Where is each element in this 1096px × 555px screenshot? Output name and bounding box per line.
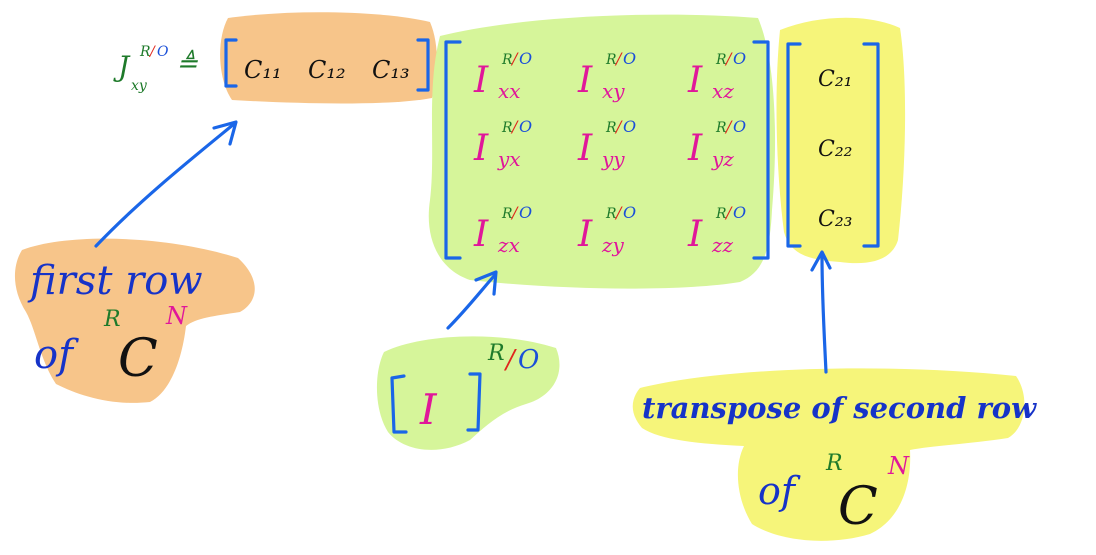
- j-sup-R: R: [139, 44, 151, 60]
- arrow-to-column-vector: [810, 250, 832, 374]
- matrix-entry-i-zx-subscript: zx: [497, 233, 520, 257]
- column-vector-left-bracket: [786, 42, 802, 248]
- inertia-label-sup-R: R: [487, 341, 505, 366]
- note-transpose-frame-N: N: [887, 452, 910, 480]
- matrix-entry-i-zz-sup-slash: /: [724, 203, 733, 222]
- matrix-entry-i-xy-subscript: xy: [602, 79, 625, 103]
- matrix-entry-i-yy-sup-slash: /: [614, 117, 623, 136]
- lhs-symbol: J xy R / O: [113, 44, 169, 94]
- matrix-entry-i-zy-subscript: zy: [601, 233, 625, 257]
- matrix-entry-i-zz-sup-R: R: [715, 206, 727, 222]
- matrix-entry-i-zy-sup-R: R: [605, 206, 617, 222]
- matrix-entry-i-xz-sup-slash: /: [724, 49, 733, 68]
- matrix-entry-i-xz-subscript: xz: [712, 79, 734, 103]
- green-highlight-inertia-matrix: [428, 14, 776, 289]
- matrix-entry-i-yy-subscript: yy: [601, 147, 625, 171]
- matrix-entry-i-zz: I: [687, 214, 703, 255]
- note-transpose-frame-R: R: [825, 451, 843, 476]
- inertia-label-I: I: [419, 385, 438, 434]
- matrix-entry-i-xy: I: [577, 60, 593, 101]
- row-entry-c12: C₁₂: [308, 56, 346, 84]
- inertia-matrix-right-bracket: [752, 40, 770, 260]
- matrix-entry-i-yy: I: [577, 128, 593, 169]
- j-sup-O: O: [157, 44, 169, 60]
- note-transpose: transpose of second row of R C N: [642, 391, 1037, 537]
- inertia-label-left-bracket: [390, 374, 408, 434]
- row-entry-c13: C₁₃: [372, 56, 410, 84]
- note-transpose-C: C: [838, 477, 878, 537]
- j-subscript: xy: [131, 78, 148, 94]
- matrix-entry-i-xx: I: [473, 60, 489, 101]
- matrix-entry-i-yx: I: [473, 128, 489, 169]
- orange-highlight-first-row-note: [14, 238, 255, 403]
- matrix-entry-i-xz: I: [687, 60, 703, 101]
- green-highlight-inertia-label: [376, 336, 560, 450]
- j-sup-slash: /: [148, 44, 156, 60]
- matrix-entry-i-yz: I: [687, 128, 703, 169]
- inertia-label: I R / O: [390, 341, 539, 434]
- matrix-entry-i-zx-sup-slash: /: [510, 203, 519, 222]
- note-first-row-frame-N: N: [165, 302, 188, 330]
- matrix-entry-i-zx-sup-O: O: [519, 203, 532, 222]
- matrix-entry-i-yz-sup-slash: /: [724, 117, 733, 136]
- matrix-entry-i-yy-sup-R: R: [605, 120, 617, 136]
- matrix-entry-i-zy-sup-O: O: [623, 203, 636, 222]
- matrix-entry-i-zz-subscript: zz: [711, 233, 734, 257]
- yellow-highlight-transpose-note: [632, 368, 1025, 541]
- note-transpose-line1: transpose of second row: [642, 391, 1037, 425]
- note-first-row: first row of R C N: [27, 258, 203, 389]
- note-first-row-frame-R: R: [103, 307, 121, 332]
- matrix-entry-i-xx-sup-R: R: [501, 52, 513, 68]
- note-first-row-line1: first row: [27, 258, 203, 304]
- matrix-entry-i-zz-sup-O: O: [733, 203, 746, 222]
- note-first-row-of: of: [34, 332, 79, 378]
- inertia-label-sup-slash: /: [503, 345, 517, 375]
- matrix-entry-i-xy-sup-O: O: [623, 49, 636, 68]
- matrix-entry-i-xx-subscript: xx: [498, 79, 521, 103]
- row-vector-left-bracket: [224, 38, 238, 88]
- matrix-entry-i-yx-sup-O: O: [519, 117, 532, 136]
- j-symbol: J: [113, 50, 131, 83]
- matrix-entry-i-yz-sup-O: O: [733, 117, 746, 136]
- yellow-highlight-column-vector: [776, 17, 906, 264]
- column-entry-c22: C₂₂: [818, 137, 852, 162]
- matrix-entry-i-zx: I: [473, 214, 489, 255]
- matrix-entry-i-yy-sup-O: O: [623, 117, 636, 136]
- matrix-entry-i-zy-sup-slash: /: [614, 203, 623, 222]
- matrix-entry-i-xz-sup-O: O: [733, 49, 746, 68]
- note-transpose-of: of: [758, 469, 801, 513]
- inertia-label-right-bracket: [466, 372, 482, 432]
- inertia-label-sup-O: O: [518, 345, 539, 375]
- column-entry-c23: C₂₃: [818, 207, 852, 232]
- column-entry-c21: C₂₁: [818, 67, 852, 92]
- arrow-to-row-vector: [94, 120, 238, 248]
- matrix-entry-i-xy-sup-R: R: [605, 52, 617, 68]
- matrix-entry-i-yz-subscript: yz: [711, 147, 734, 171]
- matrix-entry-i-xy-sup-slash: /: [614, 49, 623, 68]
- matrix-entry-i-yx-sup-slash: /: [510, 117, 519, 136]
- matrix-entry-i-zy: I: [577, 214, 593, 255]
- note-first-row-C: C: [118, 329, 158, 389]
- orange-highlight-row-vector: [220, 12, 437, 104]
- matrix-entry-i-yx-sup-R: R: [501, 120, 513, 136]
- matrix-entry-i-yz-sup-R: R: [715, 120, 727, 136]
- matrix-entry-i-yx-subscript: yx: [497, 147, 521, 171]
- matrix-entry-i-xz-sup-R: R: [715, 52, 727, 68]
- matrix-entry-i-xx-sup-slash: /: [510, 49, 519, 68]
- defined-as-symbol: ≜: [176, 49, 198, 79]
- inertia-matrix-left-bracket: [444, 40, 462, 260]
- arrow-to-inertia-matrix: [446, 270, 498, 330]
- row-entry-c11: C₁₁: [244, 56, 282, 84]
- row-vector-right-bracket: [416, 38, 430, 92]
- matrix-entry-i-zx-sup-R: R: [501, 206, 513, 222]
- column-vector-right-bracket: [862, 42, 880, 248]
- matrix-entry-i-xx-sup-O: O: [519, 49, 532, 68]
